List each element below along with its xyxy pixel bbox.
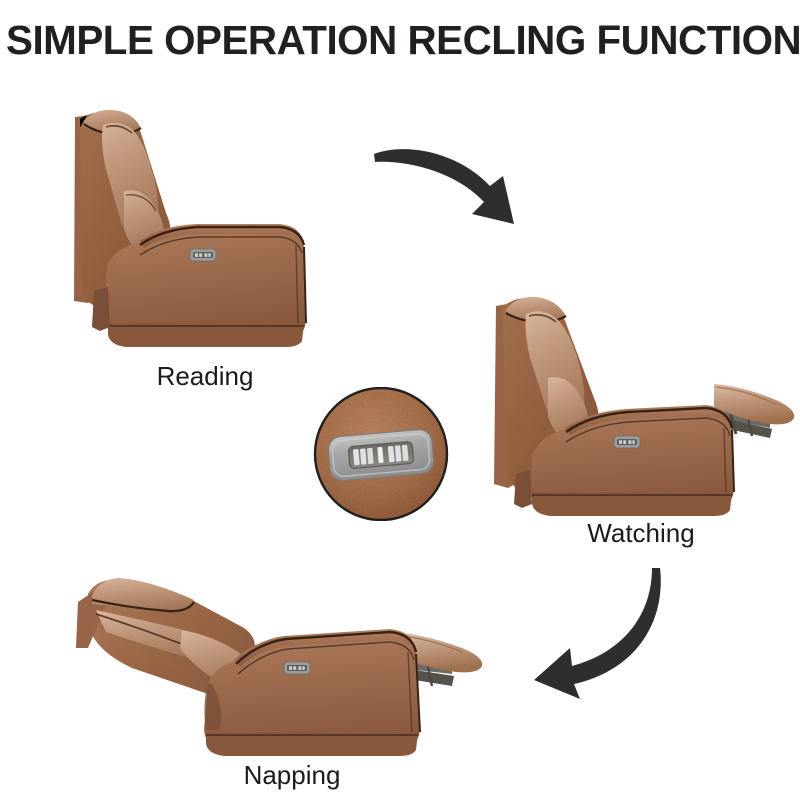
control-panel-napping [283,661,311,675]
curved-arrow-reading-to-watching [372,132,562,238]
control-panel-icon [327,429,435,481]
chair-watching [484,278,800,518]
chair-body-napping [76,578,483,756]
recline-button-right [387,444,409,463]
page-title: SIMPLE OPERATION RECLING FUNCTION [6,17,800,63]
control-panel-watching [613,435,641,449]
label-watching: Watching [587,518,695,548]
control-panel-reading [189,248,217,262]
callout-circle-outline [313,387,449,521]
chair-napping [72,552,492,758]
chair-body-watching [494,296,795,516]
label-napping: Napping [243,760,341,790]
label-reading: Reading [156,361,254,391]
control-panel-callout [313,387,449,521]
curved-arrow-watching-to-napping [502,548,702,706]
chair-body-reading [74,109,307,347]
chair-reading [48,95,328,355]
recline-button-left [353,447,374,466]
